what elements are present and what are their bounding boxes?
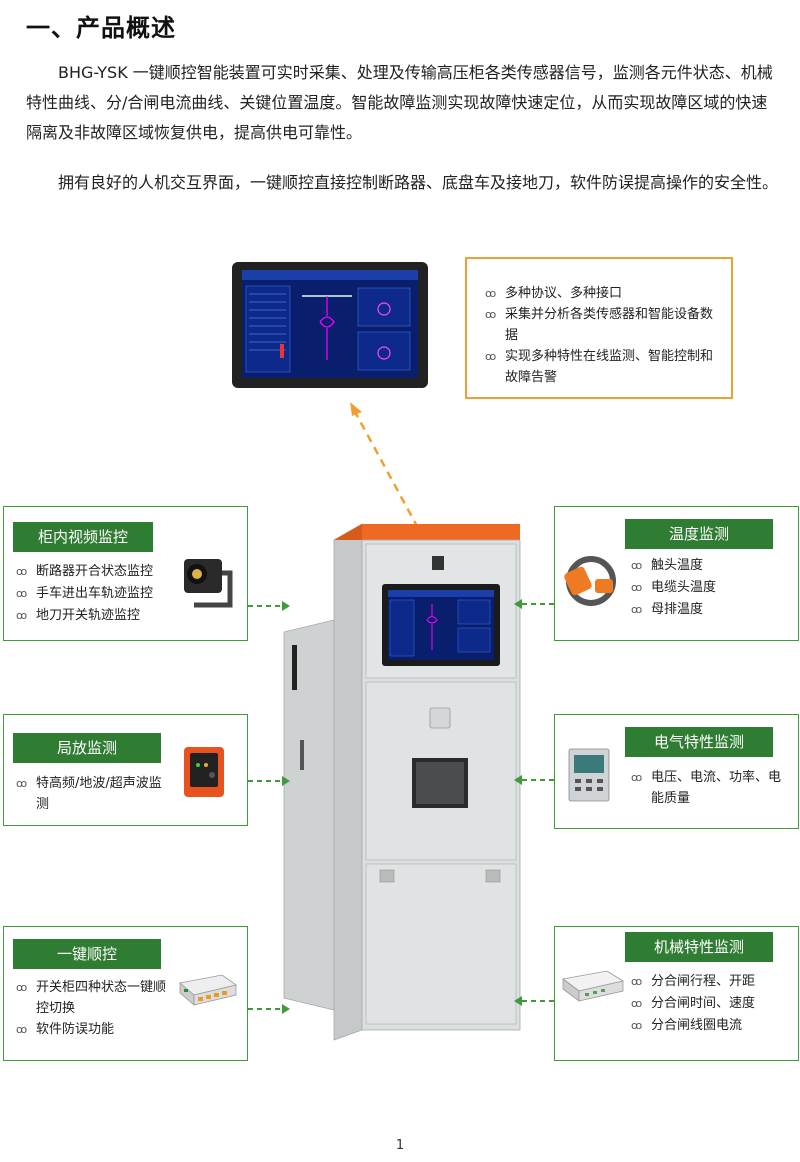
orange-dashed-arrow [350,402,420,529]
bullet-icon: ꝏ [631,603,643,616]
intro-paragraph-2: 拥有良好的人机交互界面，一键顺控直接控制断路器、底盘车及接地刀，软件防误提高操作… [58,173,779,192]
bullet-icon: ꝏ [16,777,28,790]
bullet-icon: ꝏ [485,287,497,300]
bullet-icon: ꝏ [631,975,643,988]
bullet-icon: ꝏ [631,771,643,784]
section-heading: 一、产品概述 [26,14,176,42]
oneclick-control-title: 一键顺控 [13,939,161,969]
bullet-icon: ꝏ [485,350,497,363]
arrow-electrical-to-cabinet [514,775,554,785]
temperature-sensor-icon [564,556,616,606]
electrical-characteristics-title: 电气特性监测 [625,727,773,757]
bullet-icon: ꝏ [16,981,28,994]
arrow-temperature-to-cabinet [514,599,554,609]
partial-discharge-sensor-icon [184,747,224,797]
partial-discharge-title: 局放监测 [13,733,161,763]
arrow-oneclick-to-cabinet [248,1004,290,1014]
power-meter-icon [568,748,610,802]
arrow-video-to-cabinet [248,601,290,611]
bullet-icon: ꝏ [631,559,643,572]
intro-paragraph-1: BHG-YSK 一键顺控智能装置可实时采集、处理及传输高压柜各类传感器信号，监测… [26,63,773,142]
bullet-icon: ꝏ [16,587,28,600]
temperature-monitoring-title: 温度监测 [625,519,773,549]
bullet-icon: ꝏ [631,1019,643,1032]
arrow-partial-discharge-to-cabinet [248,776,290,786]
camera-icon [184,559,233,608]
video-monitoring-title: 柜内视频监控 [13,522,153,552]
bullet-icon: ꝏ [16,1023,28,1036]
page-number: 1 [395,1138,405,1153]
switchgear-cabinet-image [283,520,524,1041]
mechanical-sensor-module-icon [562,970,625,1002]
hmi-touchscreen-image [232,262,428,388]
bullet-icon: ꝏ [16,609,28,622]
arrow-mechanical-to-cabinet [514,996,554,1006]
bullet-icon: ꝏ [485,308,497,321]
controller-module-icon [179,974,237,1006]
mechanical-characteristics-title: 机械特性监测 [625,932,773,962]
bullet-icon: ꝏ [631,997,643,1010]
bullet-icon: ꝏ [16,565,28,578]
bullet-icon: ꝏ [631,581,643,594]
